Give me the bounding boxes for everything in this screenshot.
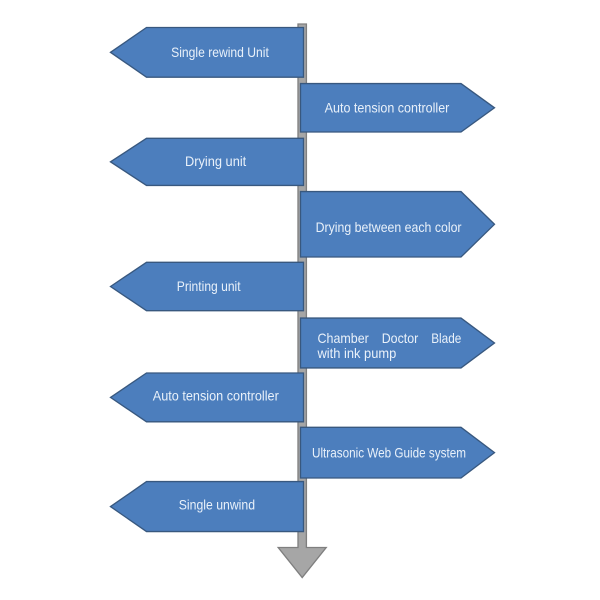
svg-text:Blade: Blade xyxy=(431,330,461,346)
svg-text:Drying between each color: Drying between each color xyxy=(316,219,462,235)
svg-text:Ultrasonic Web Guide system: Ultrasonic Web Guide system xyxy=(312,445,466,461)
svg-text:Chamber: Chamber xyxy=(318,330,370,346)
svg-text:Single rewind Unit: Single rewind Unit xyxy=(171,44,269,60)
svg-text:Auto tension controller: Auto tension controller xyxy=(325,100,450,116)
svg-text:Printing unit: Printing unit xyxy=(177,278,241,294)
svg-text:Single unwind: Single unwind xyxy=(179,497,255,513)
svg-text:Auto tension controller: Auto tension controller xyxy=(153,388,279,404)
svg-text:Drying unit: Drying unit xyxy=(185,153,246,169)
svg-text:with ink pump: with ink pump xyxy=(317,345,397,361)
svg-text:Doctor: Doctor xyxy=(382,330,419,346)
